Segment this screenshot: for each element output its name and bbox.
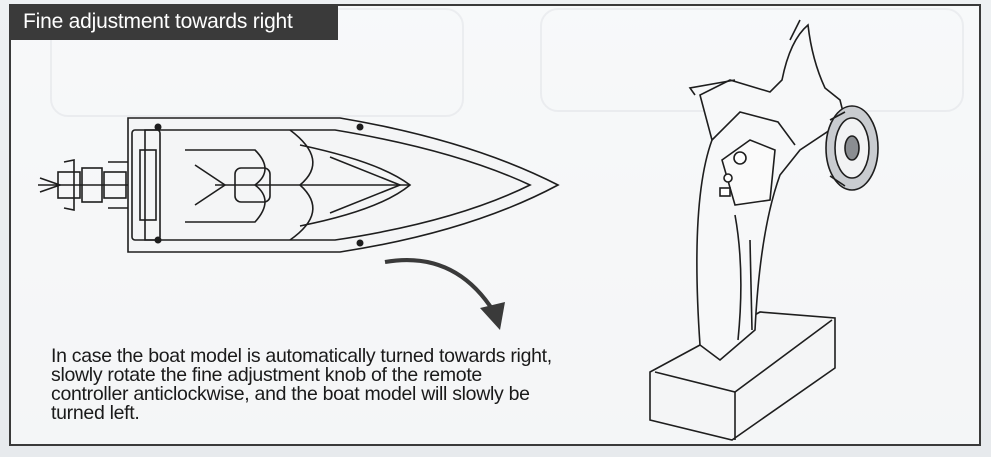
section-title: Fine adjustment towards right <box>9 4 338 40</box>
instruction-text: In case the boat model is automatically … <box>51 345 661 424</box>
remote-controller-illustration <box>649 19 846 441</box>
turn-direction-arrow <box>384 258 505 330</box>
steering-wheel <box>825 105 879 191</box>
boat-illustration <box>38 117 560 253</box>
instruction-line: slowly rotate the fine adjustment knob o… <box>51 364 482 386</box>
hull-screws <box>154 123 364 247</box>
instruction-line: controller anticlockwise, and the boat m… <box>51 383 530 405</box>
instruction-line: turned left. <box>51 402 140 424</box>
instruction-line: In case the boat model is automatically … <box>51 345 552 367</box>
